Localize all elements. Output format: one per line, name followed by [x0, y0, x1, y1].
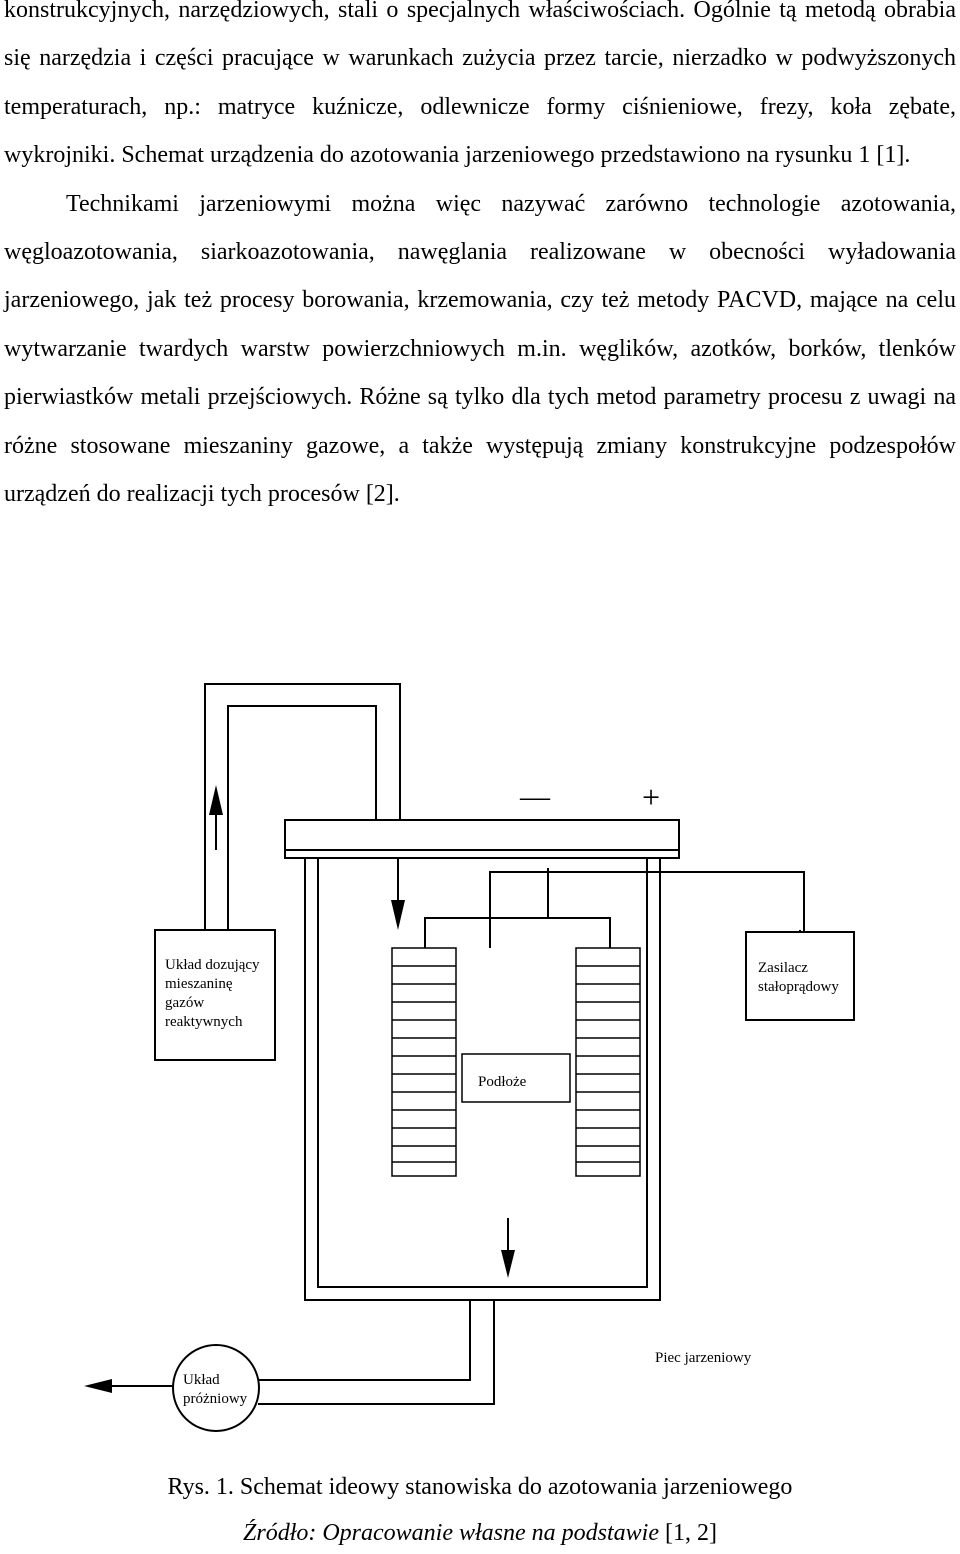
paragraph-2: Technikami jarzeniowymi można więc nazyw… — [4, 190, 956, 508]
source-caption-refs: [1, 2] — [659, 1520, 717, 1546]
plus-sign: + — [642, 779, 660, 815]
vacuum-pipe — [258, 1300, 495, 1405]
substrate-label: Podłoże — [478, 1074, 527, 1090]
gas-flow-arrow-down — [391, 855, 405, 930]
furnace-label: Piec jarzeniowy — [655, 1350, 752, 1366]
chamber-lid — [284, 819, 680, 859]
gas-dosing-label-4: reaktywnych — [165, 1014, 243, 1030]
vacuum-system-label-2: próżniowy — [183, 1391, 248, 1407]
gas-dosing-label-2: mieszaninę — [165, 976, 233, 992]
gas-flow-arrow-up — [209, 785, 223, 850]
gas-dosing-box: Układ dozujący mieszaninę gazów reaktywn… — [154, 929, 276, 1061]
paragraph-1: konstrukcyjnych, narzędziowych, stali o … — [4, 0, 956, 169]
power-supply-label-1: Zasilacz — [758, 960, 808, 976]
power-supply-label-2: stałoprądowy — [758, 979, 839, 995]
power-supply-box: Zasilacz stałoprądowy — [745, 931, 855, 1021]
vacuum-flow-arrow-down — [501, 1218, 515, 1278]
substrate-right — [575, 947, 641, 1177]
minus-sign: — — [519, 780, 551, 813]
gas-dosing-label-3: gazów — [165, 995, 204, 1011]
gas-dosing-label-1: Układ dozujący — [165, 957, 260, 973]
source-caption: Źródło: Opracowanie własne na podstawie … — [0, 1520, 960, 1547]
gas-inlet-pipe — [204, 683, 401, 930]
vacuum-system-box: Układ próżniowy — [172, 1344, 260, 1432]
body-text: konstrukcyjnych, narzędziowych, stali o … — [4, 0, 956, 518]
vacuum-system-label-1: Układ — [183, 1372, 220, 1388]
exhaust-arrow-left — [84, 1379, 175, 1393]
figure-caption: Rys. 1. Schemat ideowy stanowiska do azo… — [167, 1474, 793, 1500]
electrode-rods — [424, 868, 611, 948]
glow-nitriding-diagram: — + — [84, 683, 855, 1432]
substrate-label-box: Podłoże — [461, 1053, 571, 1103]
source-caption-italic: Źródło: Opracowanie własne na podstawie — [243, 1520, 660, 1546]
glow-furnace-chamber — [304, 858, 661, 1301]
substrate-left — [391, 947, 457, 1177]
